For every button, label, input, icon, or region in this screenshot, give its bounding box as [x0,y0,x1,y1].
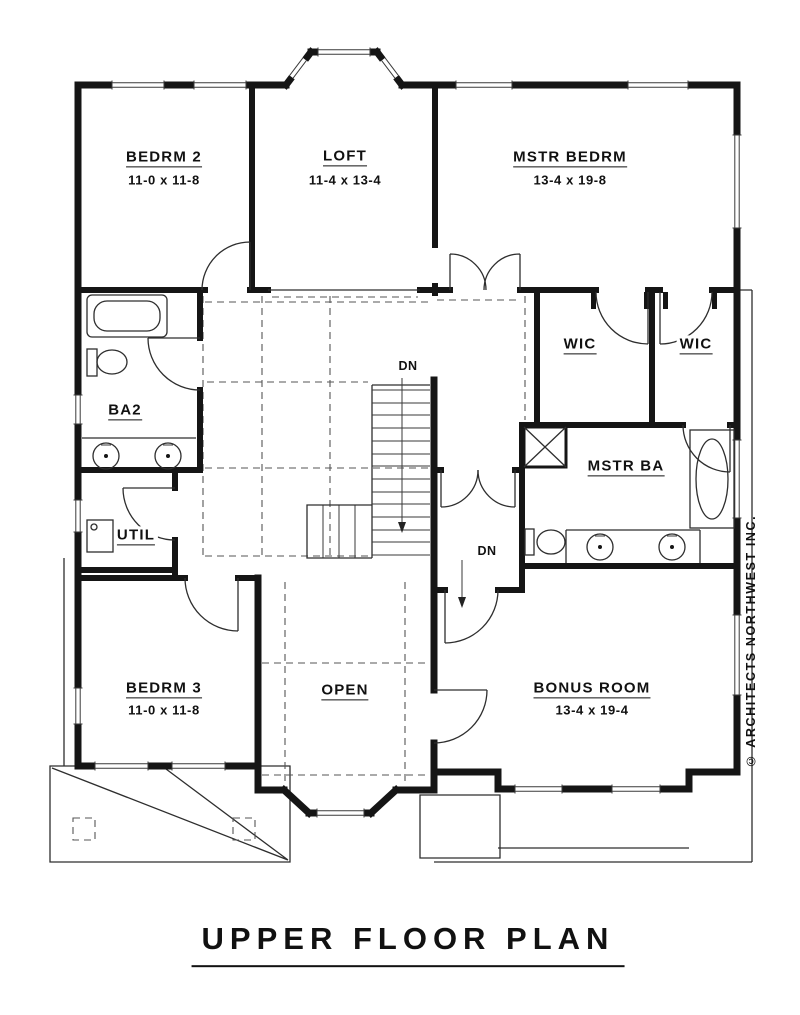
fixtures-ba2 [82,294,196,470]
bonus-second-door [433,689,488,744]
sink [92,442,120,470]
window [456,80,512,90]
room-label-open: OPEN [318,681,372,701]
room-dims-bedrm2: 11-0 x 11-8 [125,173,203,189]
window [515,784,562,794]
room-label-util: UTIL [113,526,159,546]
bathtub [86,294,168,338]
hall-down-arrow [458,597,466,608]
bedrm3-door [184,577,239,632]
door-swings [122,241,731,744]
dashed-ceiling-lines [202,296,526,786]
window [73,688,83,724]
room-label-wic-right: WIC [676,335,716,355]
tub-platform [689,429,735,529]
window [95,761,148,771]
roof-and-porch-outline [49,289,753,863]
stairs-down-arrow [398,522,406,533]
sink [658,533,686,561]
window [317,808,364,818]
porch-post [232,817,256,841]
stair-treads [322,389,430,558]
window [612,784,660,794]
room-label-loft: LOFT [320,147,370,167]
room-dims-mstr-bedrm: 13-4 x 19-8 [530,173,610,189]
washer [86,519,114,553]
stairs-dn-label: DN [395,358,421,374]
room-label-bedrm2: BEDRM 2 [123,148,205,168]
room-label-bedrm3: BEDRM 3 [123,679,205,699]
room-label-wic-left: WIC [560,335,600,355]
room-dims-bedrm3: 11-0 x 11-8 [125,703,203,719]
sink [586,533,614,561]
hall-double-door-right [477,469,516,508]
toilet [96,349,128,375]
interior-walls [75,82,740,593]
fixtures-mstr-ba [524,429,735,563]
bay-window-top [287,56,401,80]
room-label-mstr-bedrm: MSTR BEDRM [510,148,630,168]
window [732,135,742,228]
ba2-door [147,337,201,391]
window [112,80,164,90]
window [732,440,742,518]
window [732,615,742,695]
plan-title: UPPER FLOOR PLAN [191,921,625,967]
stairs [306,378,466,608]
room-label-ba2: BA2 [105,401,145,421]
room-dims-loft: 11-4 x 13-4 [305,173,385,189]
window [73,500,83,532]
toilet-tank [86,348,98,377]
mstr-double-door-left [449,253,487,291]
window [172,761,225,771]
toilet-tank [524,528,535,556]
toilet [536,529,566,555]
window [318,47,370,57]
window [628,80,688,90]
copyright-text: © ARCHITECTS NORTHWEST INC. [744,514,758,768]
mstr-ba-door [682,424,731,473]
door-jambs [591,292,717,309]
bonus-entry-door [444,589,499,644]
fixtures-util [86,519,114,553]
soaking-tub [695,438,729,520]
wic-left-door [595,291,649,345]
util-door [122,487,176,541]
porch-post [72,817,96,841]
mstr-double-door-right [483,253,521,291]
room-label-mstr-ba: MSTR BA [584,457,668,477]
laundry-chute [522,425,568,469]
room-dims-bonus-room: 13-4 x 19-4 [552,703,632,719]
bedrm2-door [201,241,251,291]
window [194,80,246,90]
windows [73,47,742,818]
room-label-bonus-room: BONUS ROOM [530,679,654,699]
window [73,395,83,424]
wic-right-door [659,291,713,345]
hall-dn-label: DN [474,543,500,559]
sink [154,442,182,470]
hall-double-door-left [440,469,479,508]
